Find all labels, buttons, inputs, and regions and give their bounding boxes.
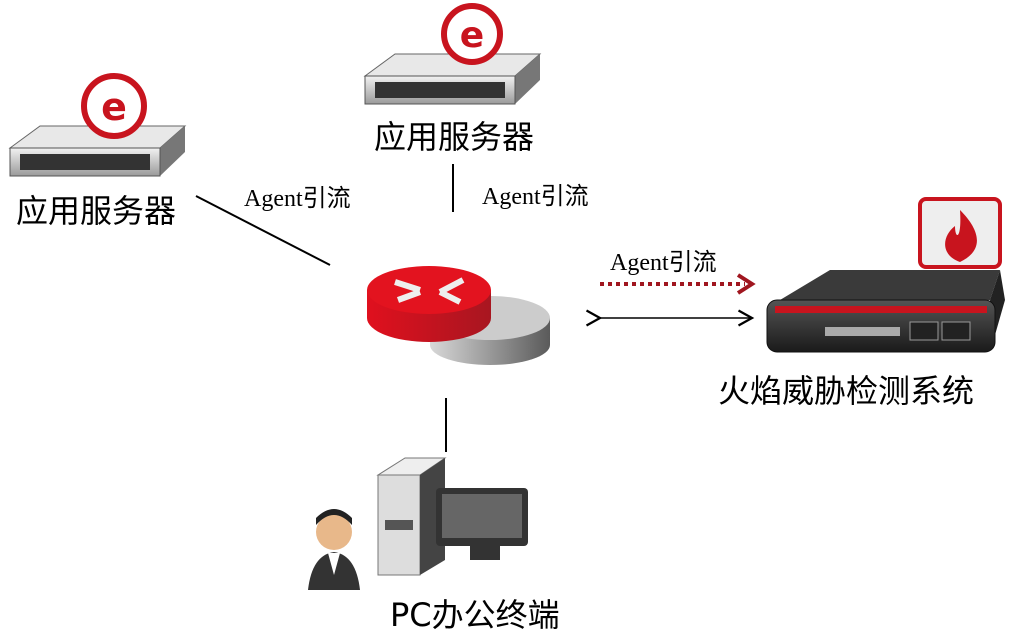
link-left-server-router [195, 195, 331, 266]
dotted-arrow-head [736, 273, 756, 295]
detector-label: 火焰威胁检测系统 [718, 372, 975, 410]
edge-left-label: Agent引流 [244, 186, 351, 212]
router-icon [367, 266, 550, 365]
detector-icon [766, 197, 1005, 353]
pc-icon [308, 457, 528, 590]
server-left-icon: e [8, 73, 187, 177]
edge-right-label: Agent引流 [610, 250, 717, 276]
pc-label: PC办公终端 [390, 596, 560, 634]
server-top-label: 应用服务器 [374, 118, 535, 156]
server-left-label: 应用服务器 [16, 192, 177, 230]
edge-top-label: Agent引流 [482, 184, 589, 210]
server-top-icon: e [363, 3, 542, 105]
flame-icon [945, 210, 977, 262]
svg-text:e: e [101, 85, 127, 129]
svg-text:e: e [460, 15, 484, 56]
